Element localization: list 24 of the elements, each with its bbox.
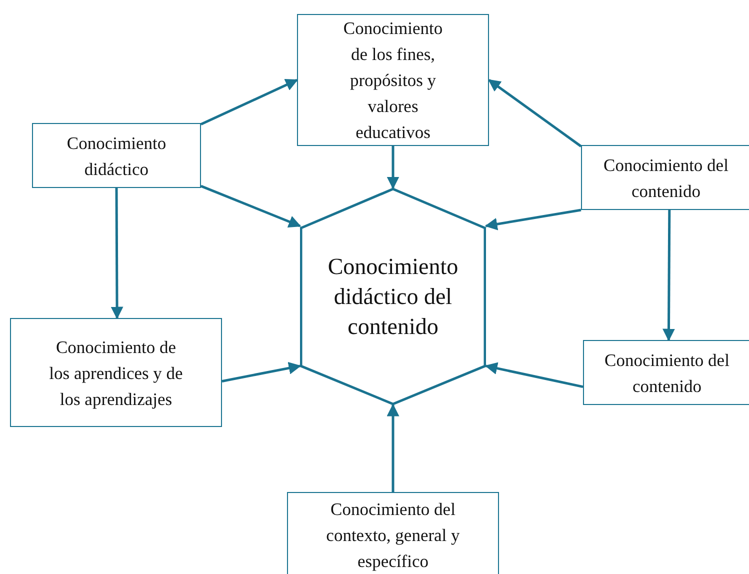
arrow [110,188,124,320]
arrow [200,184,302,228]
arrow [200,78,298,126]
concept-text: Conocimiento didáctico [66,132,168,180]
concept-box [10,318,222,427]
concept-text: Conocimiento de los fines, propósitos y valores educativos [342,17,444,144]
concept-box [297,14,489,146]
arrow [222,362,302,382]
concept-text: Conocimiento del contexto, general y específico [325,498,461,573]
arrow [484,362,584,388]
concept-text: Conocimiento del contenido [604,348,730,398]
arrow [386,146,400,190]
arrow [386,404,400,492]
hexagon-node [300,188,486,405]
concept-text: Conocimiento didáctico del contenido [326,252,460,340]
concept-text: Conocimiento del contenido [602,154,730,202]
concept-box [287,492,499,574]
concept-box [32,123,201,188]
arrow [488,78,582,148]
arrow [484,208,582,230]
concept-text: Conocimiento de los aprendices y de los aprendizajes [48,336,184,411]
arrow [662,210,675,342]
concept-box [583,340,749,405]
concept-box [581,145,749,210]
